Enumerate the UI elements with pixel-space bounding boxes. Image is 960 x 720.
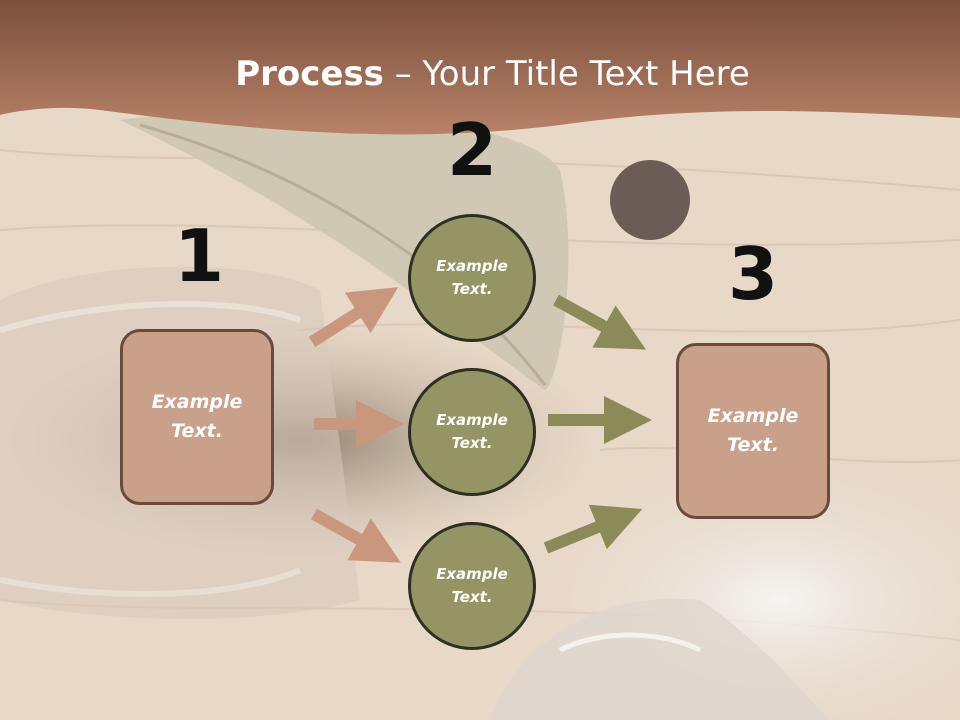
step-number-3: 3 [727, 232, 779, 316]
arrow-left-up [308, 287, 399, 348]
circle-top: Example Text. [408, 214, 536, 342]
circle-top-label: Example Text. [436, 257, 508, 298]
circle-middle-label: Example Text. [436, 411, 508, 452]
circle-bottom-label: Example Text. [436, 565, 508, 606]
arrow-right-down [553, 294, 647, 350]
step-number-2: 2 [446, 108, 498, 192]
step-number-1: 1 [173, 214, 225, 298]
title-bold: Process [235, 54, 384, 94]
arrow-right-up [543, 504, 643, 554]
left-step-label: Example Text. [151, 391, 243, 442]
circle-middle: Example Text. [408, 368, 536, 496]
title-rest: – Your Title Text Here [383, 54, 750, 94]
left-step-box: Example Text. [120, 329, 274, 505]
circle-bottom: Example Text. [408, 522, 536, 650]
right-step-label: Example Text. [707, 405, 799, 456]
arrow-left-down [311, 508, 401, 563]
slide-title: Process – Your Title Text Here [0, 52, 960, 96]
right-step-box: Example Text. [676, 343, 830, 519]
